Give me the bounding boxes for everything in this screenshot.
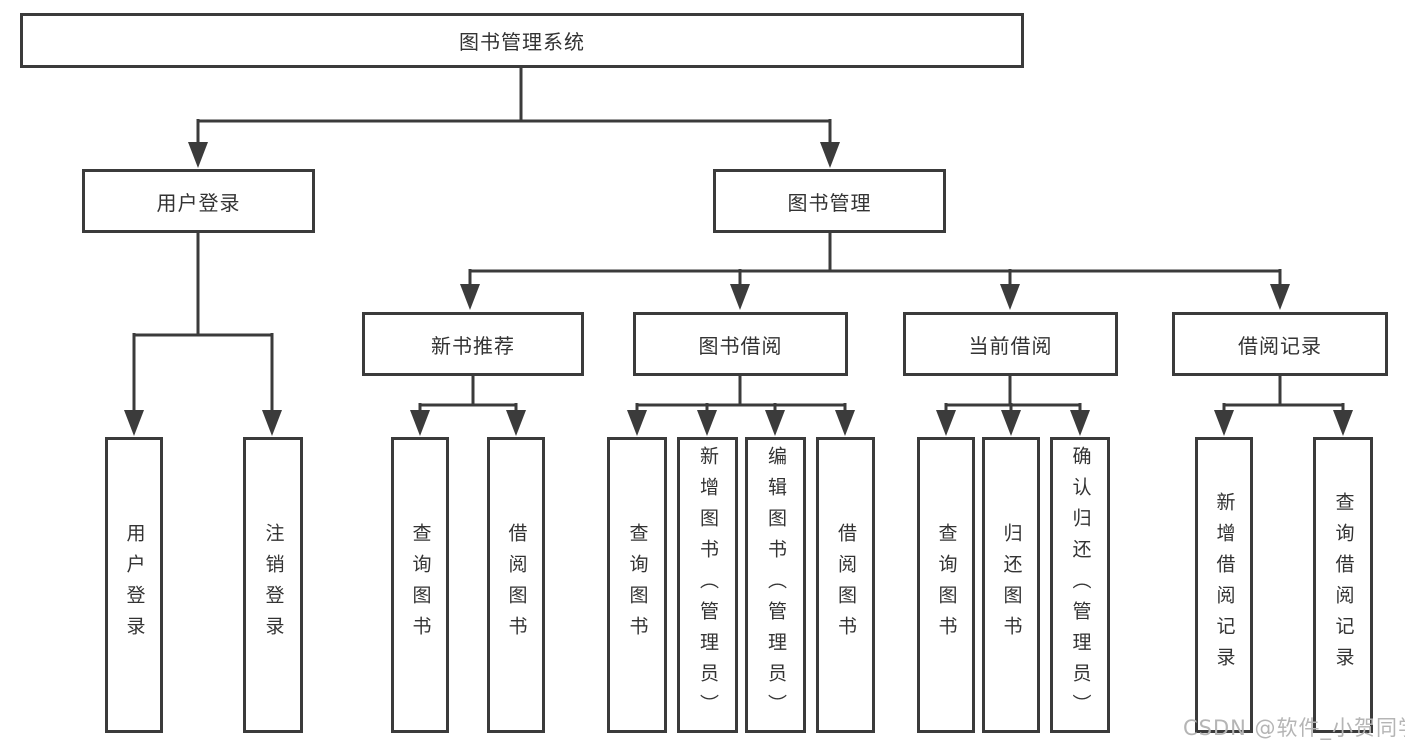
node-current-borrow-label: 当前借阅 [968, 333, 1053, 358]
node-new-book-recommend: 新书推荐 [362, 312, 584, 376]
node-book-borrow-label: 图书借阅 [698, 333, 783, 358]
leaf-query-book-1: 查询图书 [391, 437, 449, 733]
leaf-borrow-book-2: 借阅图书 [816, 437, 875, 733]
leaf-add-borrow-record: 新增借阅记录 [1195, 437, 1253, 733]
leaf-add-borrow-record-label: 新增借阅记录 [1213, 492, 1236, 678]
leaf-logout: 注销登录 [243, 437, 303, 733]
leaf-return-book-label: 归还图书 [1000, 523, 1023, 647]
node-book-borrow: 图书借阅 [633, 312, 848, 376]
leaf-edit-book-admin: 编辑图书（管理员） [745, 437, 806, 733]
node-borrow-records-label: 借阅记录 [1238, 333, 1322, 358]
leaf-query-book-1-label: 查询图书 [409, 523, 432, 647]
node-current-borrow: 当前借阅 [903, 312, 1118, 376]
leaf-confirm-return-admin-label: 确认归还（管理员） [1069, 445, 1092, 725]
leaf-query-book-2: 查询图书 [607, 437, 667, 733]
leaf-borrow-book-1-label: 借阅图书 [505, 523, 528, 647]
leaf-query-borrow-record: 查询借阅记录 [1313, 437, 1373, 733]
leaf-add-book-admin-label: 新增图书（管理员） [697, 445, 719, 725]
leaf-confirm-return-admin: 确认归还（管理员） [1050, 437, 1110, 733]
node-book-management-label: 图书管理 [787, 190, 872, 215]
node-new-book-recommend-label: 新书推荐 [431, 333, 515, 358]
node-user-login: 用户登录 [82, 169, 315, 233]
node-borrow-records: 借阅记录 [1172, 312, 1388, 376]
leaf-borrow-book-2-label: 借阅图书 [835, 523, 857, 647]
node-user-login-label: 用户登录 [156, 190, 241, 215]
node-book-management: 图书管理 [713, 169, 946, 233]
leaf-query-book-3-label: 查询图书 [935, 523, 958, 647]
leaf-query-borrow-record-label: 查询借阅记录 [1332, 492, 1355, 678]
node-root-label: 图书管理系统 [459, 30, 585, 54]
leaf-user-login-label: 用户登录 [123, 523, 146, 647]
leaf-user-login: 用户登录 [105, 437, 163, 733]
leaf-return-book: 归还图书 [982, 437, 1040, 733]
leaf-edit-book-admin-label: 编辑图书（管理员） [765, 445, 787, 725]
leaf-logout-label: 注销登录 [262, 523, 285, 647]
node-root-system: 图书管理系统 [20, 13, 1024, 68]
leaf-borrow-book-1: 借阅图书 [487, 437, 545, 733]
csdn-watermark: CSDN @软件_小贺同学 [1183, 716, 1405, 740]
leaf-query-book-2-label: 查询图书 [626, 523, 649, 647]
leaf-add-book-admin: 新增图书（管理员） [677, 437, 738, 733]
leaf-query-book-3: 查询图书 [917, 437, 975, 733]
